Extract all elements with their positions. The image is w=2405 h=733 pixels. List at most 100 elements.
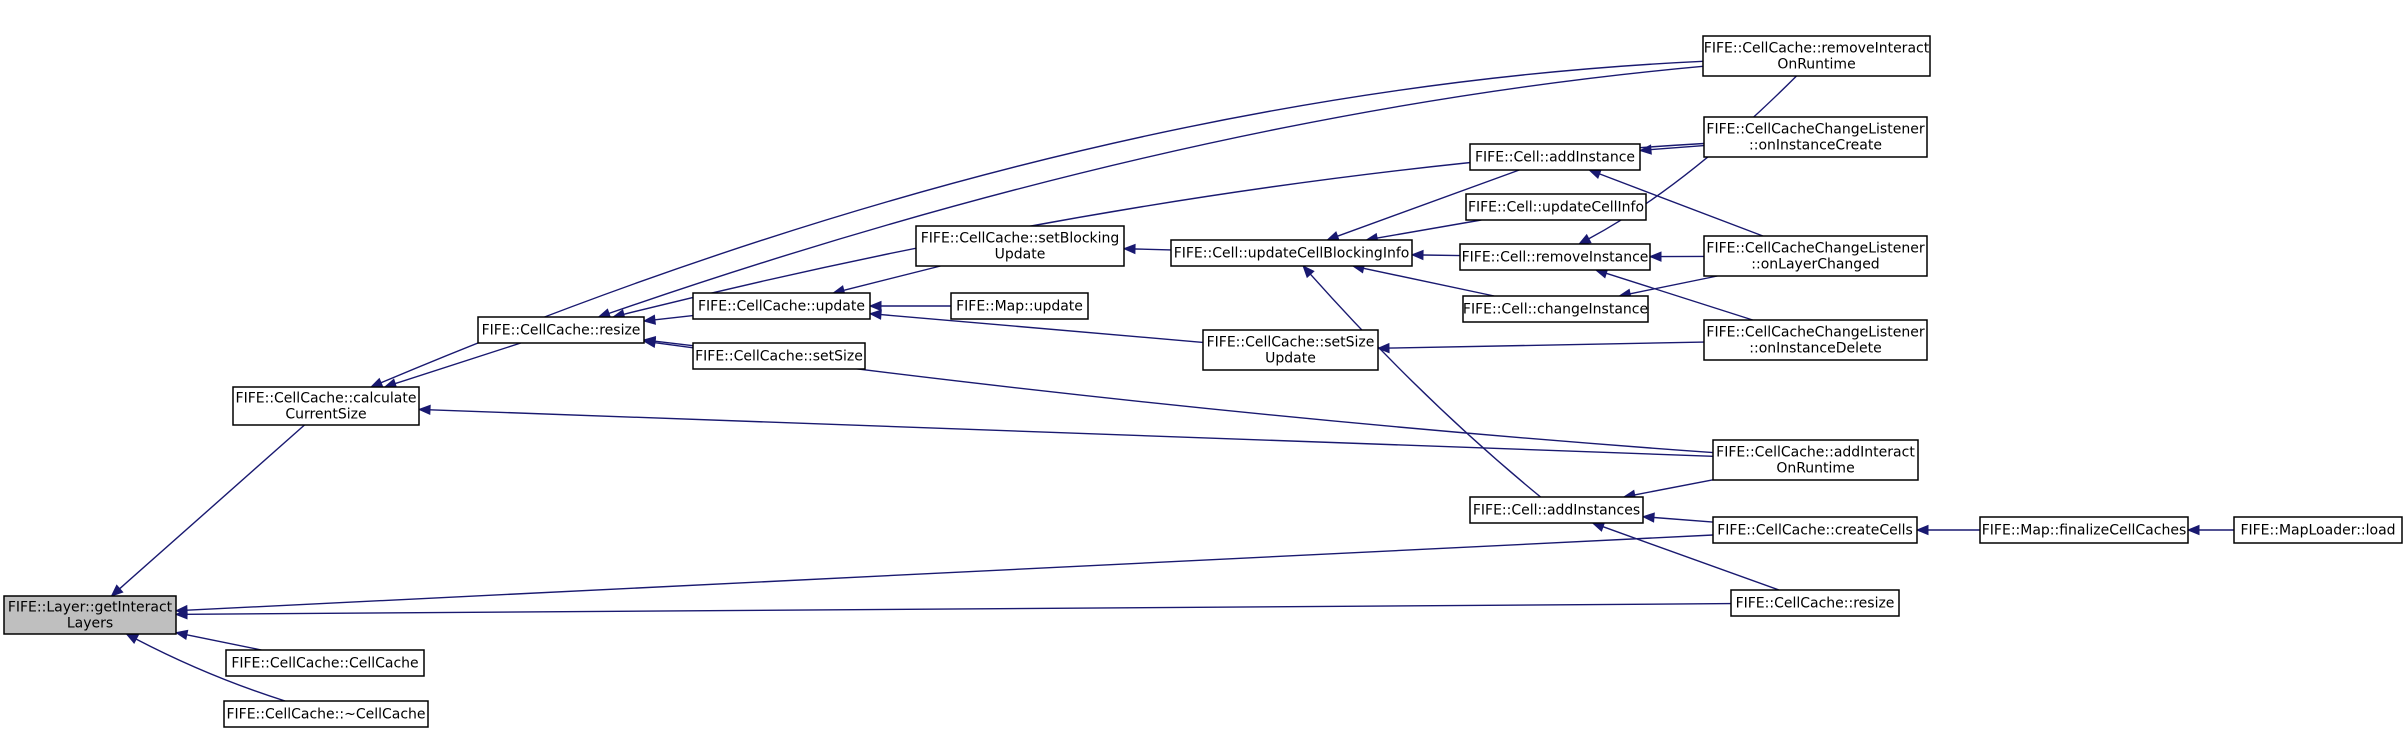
edge-cellAddInstances-to-updateCellBlockingInfo [1302, 265, 1542, 498]
edge-calculateCurrentSize-to-getInteractLayers [110, 424, 305, 597]
edge-arrowhead [1648, 251, 1662, 262]
node-box [692, 292, 871, 320]
edge-line [1376, 219, 1482, 239]
edge-line [429, 409, 1714, 457]
node-cellAddInstances[interactable]: FIFE::Cell::addInstances [1469, 496, 1644, 524]
edge-line [1337, 169, 1520, 237]
node-box [232, 386, 420, 426]
edge-line [135, 638, 286, 702]
node-label: OnRuntime [1777, 57, 1855, 73]
edge-line [119, 424, 305, 590]
edge-addInteractOnRuntime-to-calculateCurrentSize [417, 404, 1714, 457]
node-box [1469, 143, 1641, 171]
node-box [692, 342, 866, 370]
edge-arrowhead [1122, 243, 1136, 255]
node-cellUpdateCellInfo[interactable]: FIFE::Cell::updateCellInfo [1465, 193, 1647, 221]
edge-arrowhead [642, 314, 656, 325]
node-cellCacheSetSize[interactable]: FIFE::CellCache::setSize [692, 342, 866, 370]
edge-line [1602, 526, 1780, 591]
edge-onLayerChanged-to-cellRemoveInstance [1648, 251, 1705, 262]
node-label: FIFE::CellCache::createCells [1717, 523, 1913, 539]
node-label: FIFE::CellCacheChangeListener [1706, 325, 1924, 341]
node-label: Update [1265, 351, 1316, 367]
node-label: FIFE::MapLoader::load [2240, 523, 2395, 539]
edge-cellCacheSetSize-to-cellCacheResize1 [642, 336, 694, 347]
edge-arrowhead [174, 629, 189, 641]
edge-setBlockingUpdate-to-cellCacheUpdate [831, 265, 941, 296]
edge-cellCacheResize2-to-getInteractLayers [174, 602, 1732, 620]
node-label: FIFE::Map::update [956, 299, 1083, 315]
edge-line [1309, 273, 1542, 498]
node-label: ::onInstanceDelete [1749, 341, 1881, 357]
edge-line [1422, 254, 1461, 257]
node-label: ::onInstanceCreate [1749, 138, 1882, 154]
node-box [1702, 35, 1931, 77]
edge-line [380, 60, 1704, 384]
edge-line [608, 65, 1704, 315]
edge-arrowhead [1577, 233, 1592, 245]
node-box [2233, 516, 2403, 544]
edge-cellCacheResize1-to-calculateCurrentSize [383, 342, 522, 389]
node-label: Update [995, 247, 1046, 263]
node-label: FIFE::Cell::removeInstance [1462, 250, 1649, 266]
node-cellCacheResize2[interactable]: FIFE::CellCache::resize [1730, 589, 1900, 617]
edge-cellRemoveInstance-to-updateCellBlockingInfo [1410, 249, 1461, 261]
node-box [1703, 319, 1928, 361]
node-cellCacheCtor[interactable]: FIFE::CellCache::CellCache [225, 649, 425, 677]
node-box [950, 292, 1089, 320]
edge-line [186, 634, 262, 651]
edge-arrowhead [125, 633, 140, 644]
edge-cellUpdateCellInfo-to-updateCellBlockingInfo [1364, 219, 1482, 244]
node-mapUpdate[interactable]: FIFE::Map::update [950, 292, 1089, 320]
node-box [1703, 116, 1928, 158]
node-createCells[interactable]: FIFE::CellCache::createCells [1712, 516, 1918, 544]
node-mapLoaderLoad[interactable]: FIFE::MapLoader::load [2233, 516, 2403, 544]
node-box [1465, 193, 1647, 221]
edge-arrowhead [1410, 249, 1424, 261]
edge-arrowhead [1376, 342, 1390, 354]
node-label: FIFE::CellCache::resize [482, 323, 641, 339]
node-box [225, 649, 425, 677]
node-label: FIFE::CellCache::resize [1736, 596, 1895, 612]
edge-arrowhead [174, 609, 188, 620]
node-label: FIFE::Layer::getInteract [8, 600, 173, 616]
edge-line [186, 534, 1714, 611]
node-onInstanceCreate[interactable]: FIFE::CellCacheChangeListener::onInstanc… [1703, 116, 1928, 158]
node-cellCacheUpdate[interactable]: FIFE::CellCache::update [692, 292, 871, 320]
node-cellChangeInstance[interactable]: FIFE::Cell::changeInstance [1462, 295, 1649, 323]
node-cellAddInstance[interactable]: FIFE::Cell::addInstance [1469, 143, 1641, 171]
node-label: CurrentSize [285, 407, 366, 423]
edge-cellAddInstance-to-updateCellBlockingInfo [1325, 169, 1520, 242]
node-cellCacheResize1[interactable]: FIFE::CellCache::resize [477, 316, 645, 344]
node-label: FIFE::Cell::updateCellInfo [1468, 200, 1644, 216]
node-onInstanceDelete[interactable]: FIFE::CellCacheChangeListener::onInstanc… [1703, 319, 1928, 361]
node-cellRemoveInstance[interactable]: FIFE::Cell::removeInstance [1459, 243, 1651, 271]
node-label: FIFE::CellCache::addInteract [1716, 445, 1915, 461]
node-onLayerChanged[interactable]: FIFE::CellCacheChangeListener::onLayerCh… [1703, 235, 1928, 277]
edge-line [394, 342, 522, 385]
edge-line [1363, 267, 1495, 297]
nodes-layer: FIFE::Layer::getInteractLayersFIFE::Cell… [3, 35, 2403, 728]
node-label: FIFE::CellCache::setSize [1207, 335, 1375, 351]
edge-line [186, 602, 1732, 615]
node-label: FIFE::CellCacheChangeListener [1706, 122, 1924, 138]
node-box [1202, 329, 1379, 371]
node-label: FIFE::CellCacheChangeListener [1706, 241, 1924, 257]
edge-arrowhead [417, 404, 431, 416]
edge-cellCacheUpdate-to-cellCacheResize1 [642, 314, 694, 325]
node-box [223, 700, 429, 728]
edge-arrowhead [868, 300, 882, 312]
node-box [1712, 516, 1918, 544]
node-label: FIFE::CellCache::setSize [695, 349, 863, 365]
node-updateCellBlockingInfo[interactable]: FIFE::Cell::updateCellBlockingInfo [1170, 239, 1413, 267]
node-finalizeCellCaches[interactable]: FIFE::Map::finalizeCellCaches [1979, 516, 2189, 544]
edge-arrowhead [1641, 512, 1655, 523]
edge-line [880, 313, 1204, 344]
node-cellCacheDtor[interactable]: FIFE::CellCache::~CellCache [223, 700, 429, 728]
